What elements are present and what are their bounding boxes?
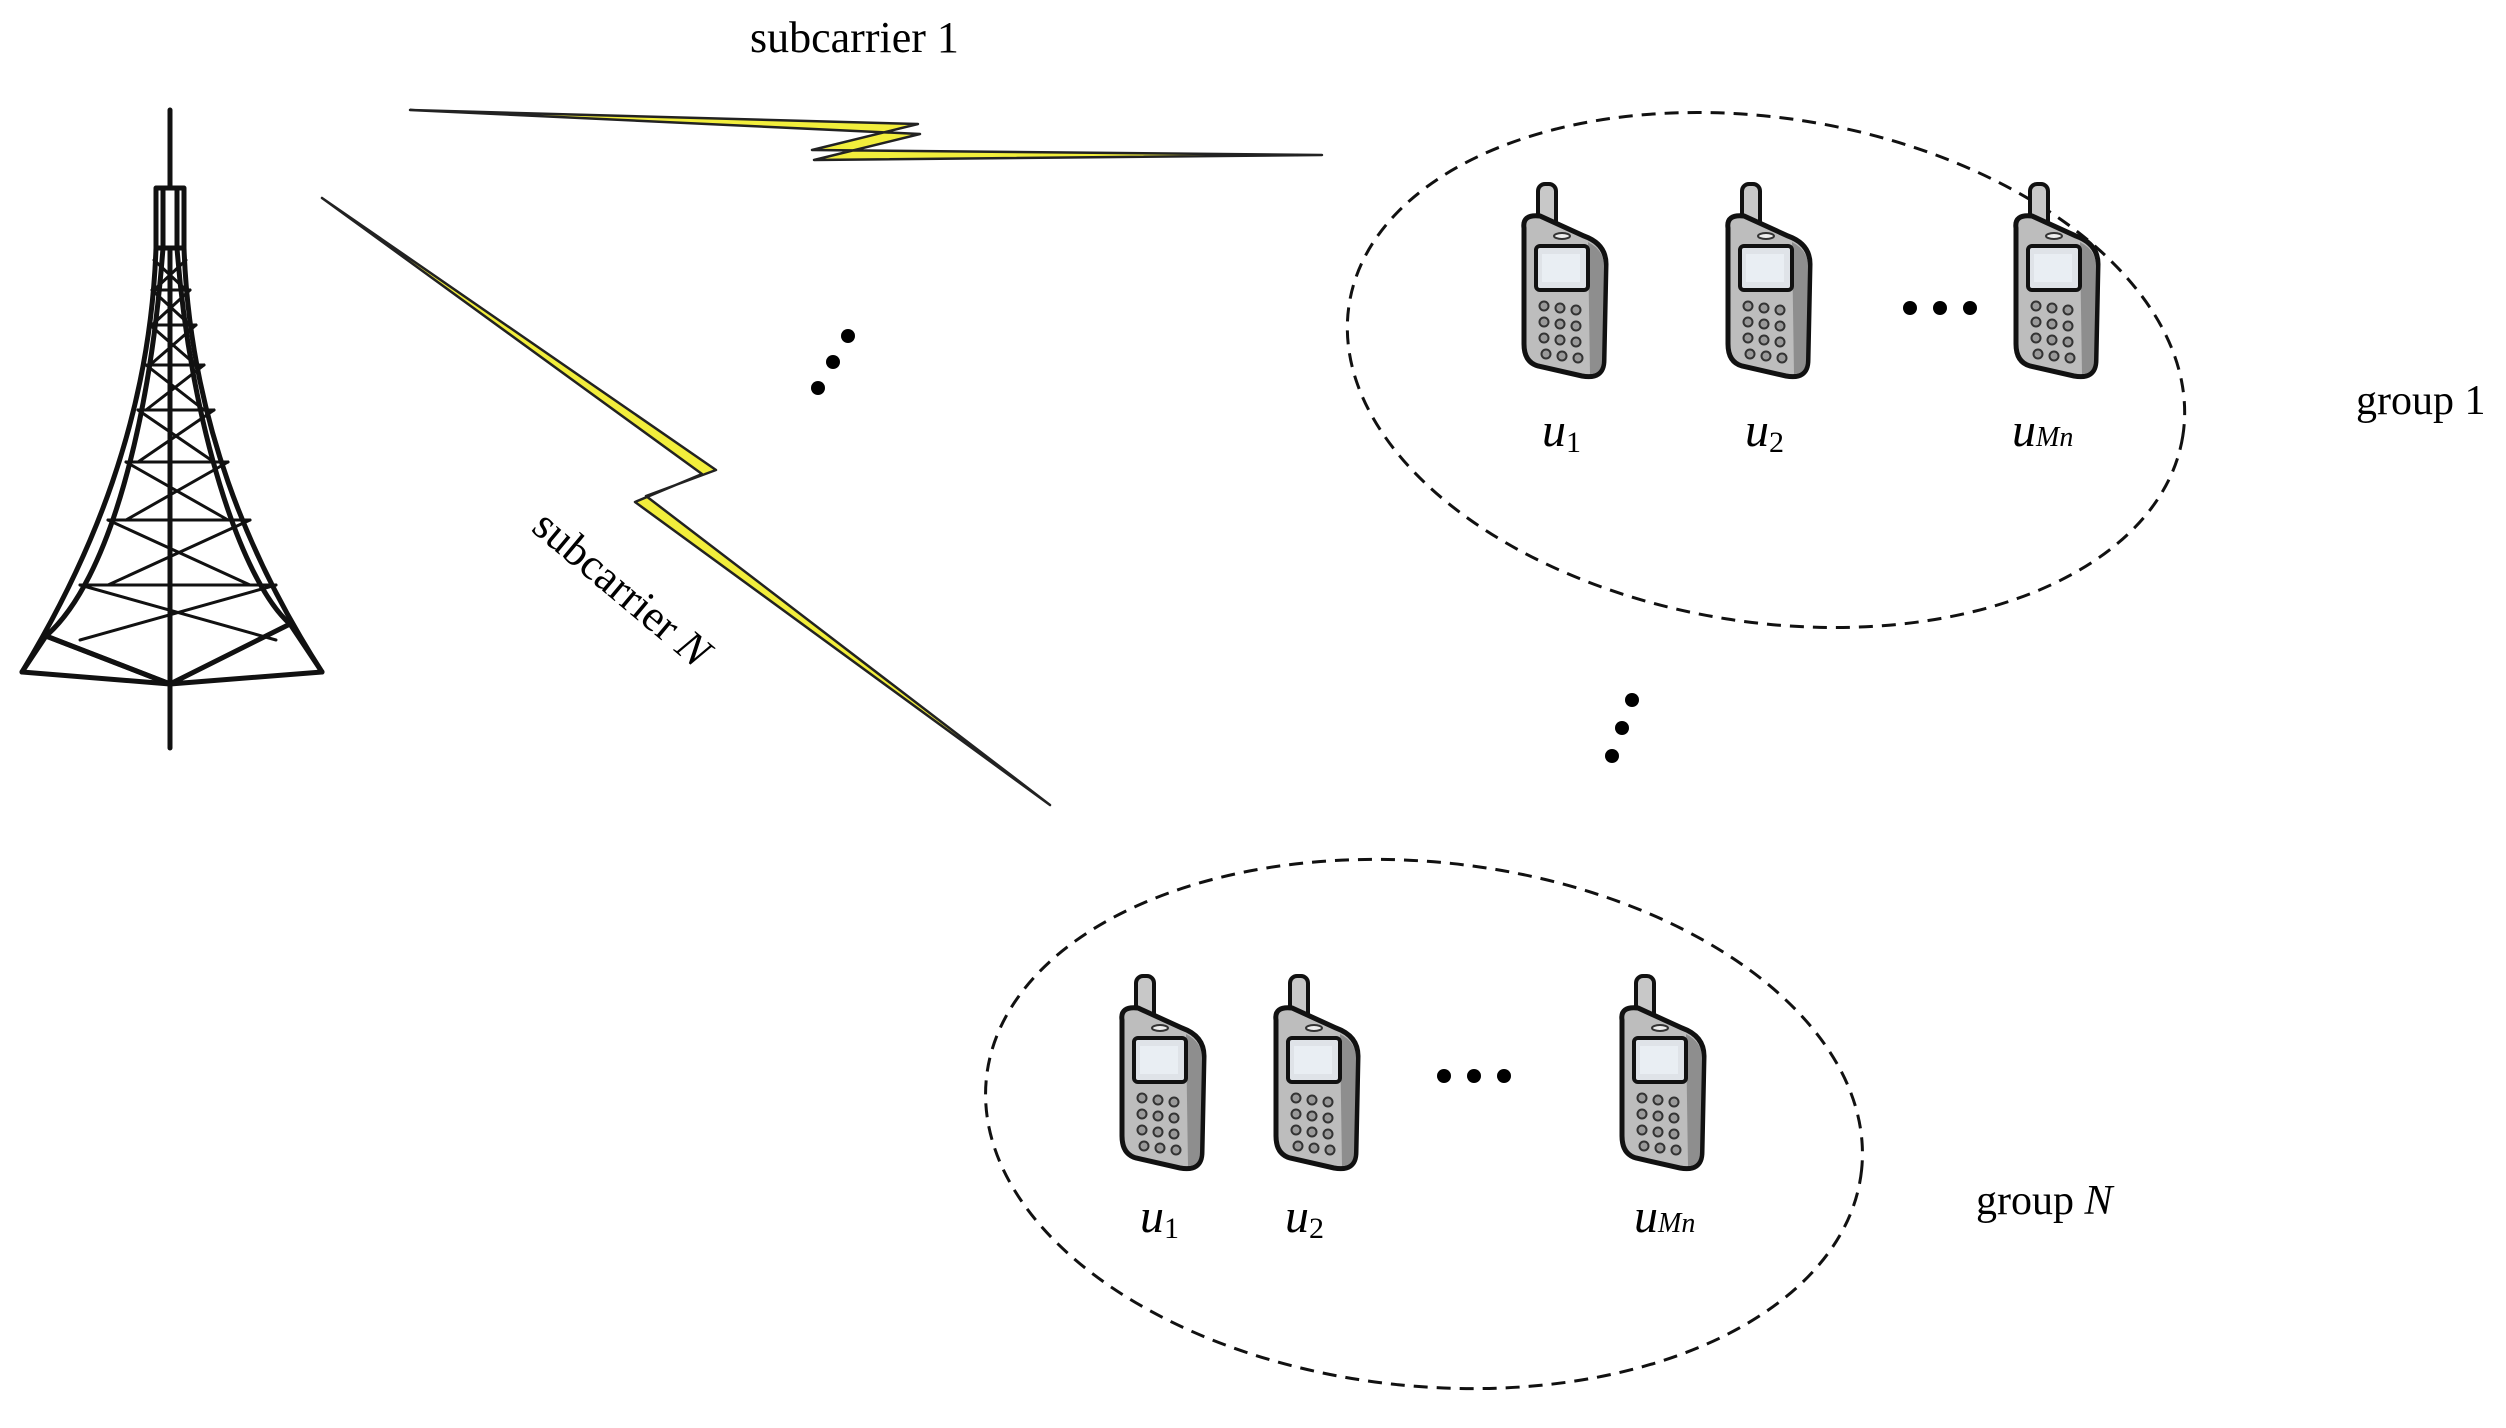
user-label-u2: u2 <box>1285 1190 1324 1245</box>
phone-icon <box>1276 976 1358 1169</box>
subcarrier-n-label: subcarrier N <box>524 500 723 678</box>
group-1: u1 u2 uMn group 1 <box>1345 110 2486 630</box>
group-1-boundary <box>1345 110 2187 630</box>
phone-icon <box>1524 184 1606 377</box>
group-1-label: group 1 <box>2356 378 2486 424</box>
subcarrier-1-link <box>408 108 1324 162</box>
subcarrier-n-link <box>320 196 1052 807</box>
user-label-umn: uMn <box>2012 404 2073 457</box>
user-label-u1: u1 <box>1542 404 1581 459</box>
user-ellipsis <box>1437 1069 1511 1083</box>
group-ellipsis <box>1605 693 1639 763</box>
phone-icon <box>1622 976 1704 1169</box>
subcarrier-1-label: subcarrier 1 <box>750 13 959 62</box>
group-n-label: group N <box>1976 1178 2115 1224</box>
user-ellipsis <box>1903 301 1977 315</box>
phone-icon <box>1122 976 1204 1169</box>
user-label-umn: uMn <box>1634 1190 1695 1243</box>
base-station-tower-icon <box>19 107 325 751</box>
phone-icon <box>2016 184 2098 377</box>
phone-icon <box>1728 184 1810 377</box>
user-label-u2: u2 <box>1745 404 1784 459</box>
link-ellipsis <box>811 329 855 395</box>
group-n: u1 u2 uMn group N <box>984 857 2115 1391</box>
user-label-u1: u1 <box>1140 1190 1179 1245</box>
group-n-boundary <box>984 857 1864 1391</box>
